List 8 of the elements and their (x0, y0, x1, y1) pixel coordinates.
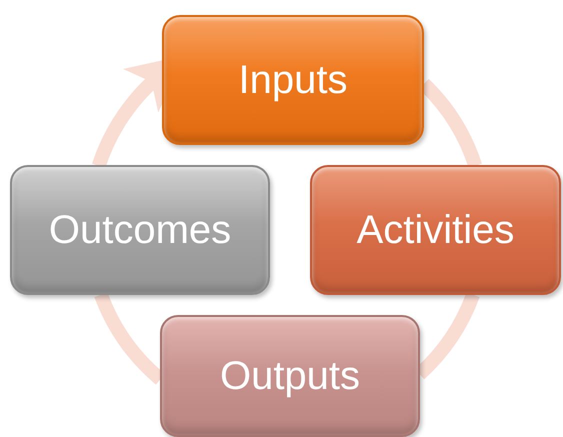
box-label: Outcomes (48, 207, 232, 254)
process-box (310, 165, 561, 295)
process-box (10, 165, 270, 295)
box-label: Inputs (238, 57, 348, 104)
box-label: Activities (356, 207, 514, 254)
process-box (162, 15, 424, 145)
process-box (160, 315, 420, 437)
box-label: Outputs (220, 353, 360, 400)
